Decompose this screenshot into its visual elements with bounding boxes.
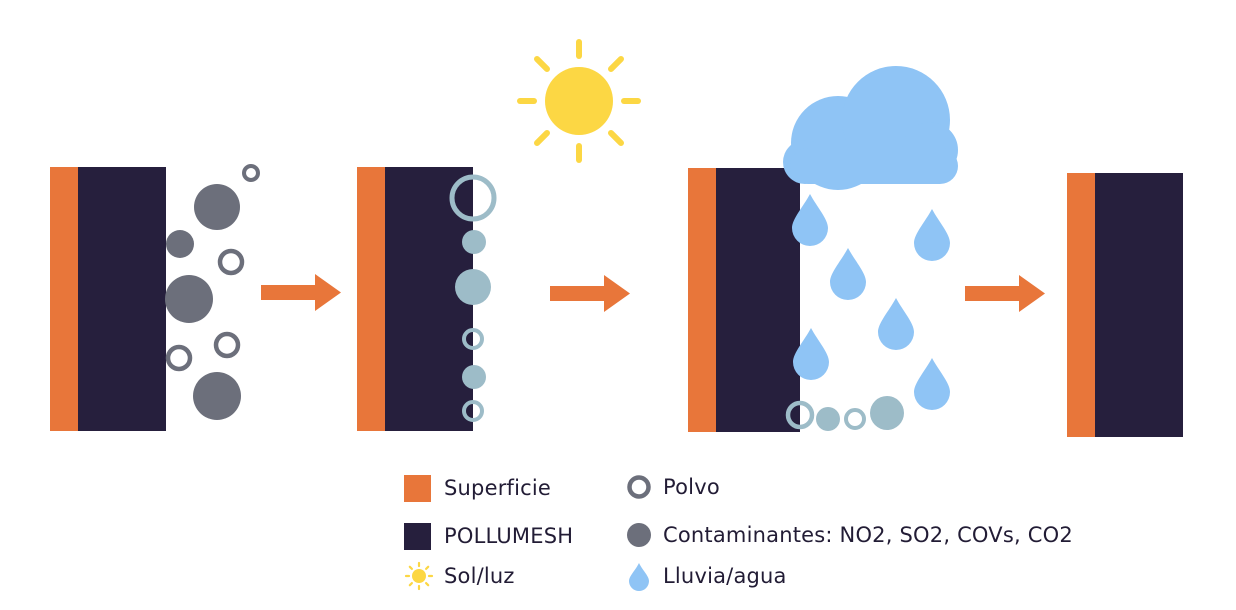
captured-dust-particle — [449, 174, 497, 222]
surface-layer — [688, 168, 716, 432]
raindrop-icon — [629, 563, 649, 591]
dot-icon — [627, 523, 651, 547]
dust-particle — [213, 331, 241, 359]
captured-pollutant-particle — [462, 365, 486, 389]
dark-square-icon — [404, 522, 431, 550]
raindrop-icon — [830, 248, 866, 300]
arrow-right-icon — [261, 274, 341, 311]
legend-label-rain: Lluvia/agua — [663, 564, 787, 588]
legend-item-surface: Superficie — [404, 473, 551, 503]
legend-item-rain: Lluvia/agua — [626, 561, 787, 591]
stage-3-panel — [688, 66, 958, 432]
stage-1-panel — [50, 164, 260, 431]
stage-4-panel — [1067, 173, 1183, 437]
raindrop-icon — [878, 298, 914, 350]
surface-layer — [50, 167, 78, 431]
surface-layer — [1067, 173, 1095, 437]
dust-particle — [242, 164, 260, 182]
legend-label-sun: Sol/luz — [444, 564, 515, 588]
pollutant-particle — [193, 372, 241, 420]
captured-pollutant-particle — [462, 230, 486, 254]
stage-2-panel — [357, 167, 497, 431]
washed-dust-particle — [785, 400, 815, 430]
captured-dust-particle — [462, 400, 484, 422]
pollutant-particle — [194, 184, 240, 230]
surface-layer — [357, 167, 385, 431]
raindrop-icon — [914, 209, 950, 261]
orange-square-icon — [404, 474, 431, 502]
legend-item-pollumesh: POLLUMESH — [404, 521, 573, 551]
legend-label-pollumesh: POLLUMESH — [444, 524, 574, 548]
pollumesh-layer — [78, 167, 166, 431]
arrow-right-icon — [550, 275, 630, 312]
washed-pollutant-particle — [816, 407, 840, 431]
legend-label-pollutants: Contaminantes: NO2, SO2, COVs, CO2 — [663, 523, 1073, 547]
dust-particle — [165, 344, 193, 372]
legend-label-dust: Polvo — [663, 475, 720, 499]
washed-dust-particle — [844, 408, 866, 430]
captured-dust-particle — [462, 328, 484, 350]
raindrop-icon — [914, 358, 950, 410]
sun-icon — [404, 561, 434, 591]
pollutant-particle — [165, 275, 213, 323]
ring-icon — [627, 475, 651, 499]
legend-item-pollutants: Contaminantes: NO2, SO2, COVs, CO2 — [626, 520, 1073, 550]
pollumesh-layer — [1095, 173, 1183, 437]
pollumesh-layer — [716, 168, 800, 432]
washed-pollutant-particle — [870, 396, 904, 430]
arrow-right-icon — [965, 275, 1045, 312]
dust-particle — [217, 248, 245, 276]
sun-icon — [517, 39, 641, 163]
pollutant-particle — [166, 230, 194, 258]
legend-label-surface: Superficie — [444, 476, 552, 500]
legend-item-sun: Sol/luz — [404, 561, 515, 591]
cloud-icon — [783, 66, 958, 190]
captured-pollutant-particle — [455, 269, 491, 305]
legend-item-dust: Polvo — [626, 472, 720, 502]
